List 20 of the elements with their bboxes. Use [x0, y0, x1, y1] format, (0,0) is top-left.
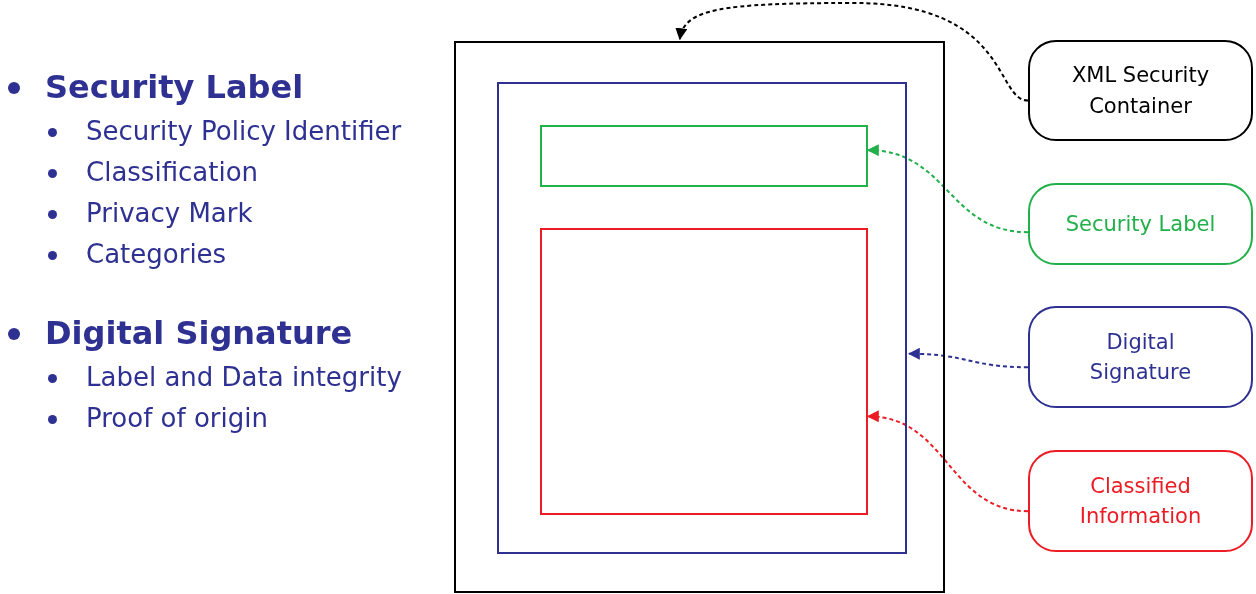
dashed-arrow	[676, 2, 1029, 102]
dashed-arrow	[866, 145, 1029, 234]
list-item: Security Policy Identifier	[86, 116, 402, 146]
list-item: Privacy Mark	[86, 198, 253, 228]
list-heading: Security Label	[45, 68, 304, 106]
callout-box: Security Label	[1028, 183, 1253, 265]
callout-box: Classified Information	[1028, 450, 1253, 552]
dashed-arrow	[907, 347, 1029, 369]
callout-box: XML Security Container	[1028, 40, 1253, 141]
list-heading: Digital Signature	[45, 314, 353, 352]
list-item: Label and Data integrity	[86, 362, 402, 392]
frame-box	[540, 125, 868, 187]
list-item: Categories	[86, 239, 227, 269]
list-item: Classification	[86, 157, 259, 187]
list-item: Proof of origin	[86, 403, 268, 433]
frame-box	[497, 82, 907, 554]
dashed-arrow	[866, 411, 1029, 513]
callout-box: Digital Signature	[1028, 306, 1253, 408]
frame-box	[540, 228, 868, 515]
frame-box	[454, 41, 945, 593]
